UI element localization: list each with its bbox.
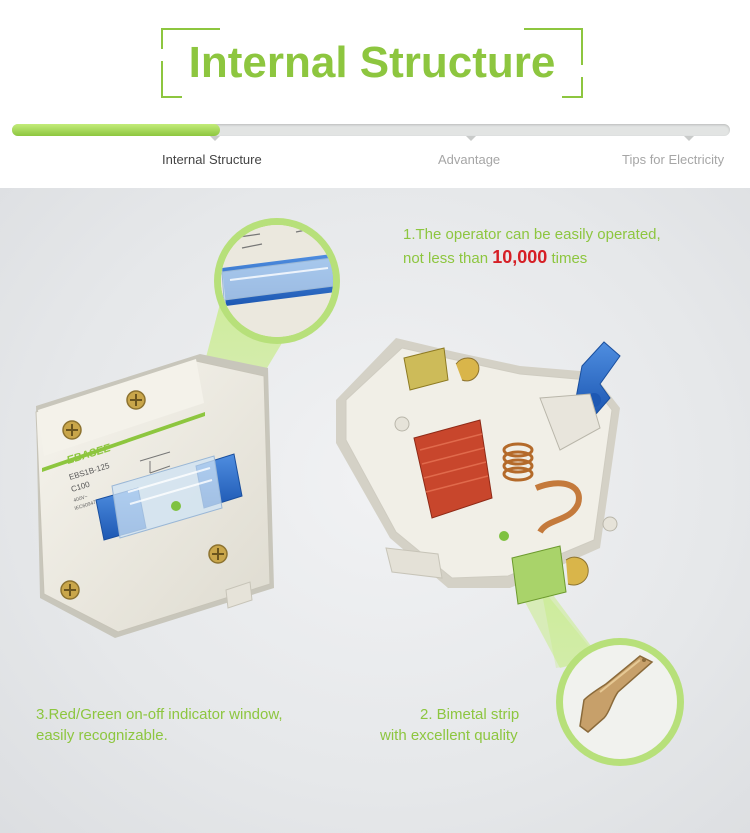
indicator-dot — [171, 501, 181, 511]
feature-2-line-1: 2. Bimetal strip — [420, 706, 520, 723]
step-tick — [210, 136, 220, 141]
feature-3-line-1: 3.Red/Green on-off indicator window, — [36, 706, 283, 723]
product-illustration: EBASEE EBS1B-125 C100 400V~ IEC60947-2 — [35, 218, 684, 766]
feature-1-suffix: times — [551, 250, 588, 267]
voltage-label: 400V~ — [73, 494, 89, 504]
progress-track — [12, 124, 730, 136]
feature-1-number: 10,000 — [492, 247, 548, 267]
step-tips-for-electricity[interactable]: Tips for Electricity — [622, 152, 725, 167]
feature-1-line-1: 1.The operator can be easily operated, — [403, 226, 661, 243]
title-frame: Internal Structure — [160, 27, 584, 99]
header: Internal Structure Internal Structure Ad… — [0, 0, 750, 188]
step-internal-structure[interactable]: Internal Structure — [162, 152, 262, 167]
step-tick — [466, 136, 476, 141]
zoom-circle-bimetal — [556, 638, 684, 766]
indicator-dot — [499, 531, 509, 541]
step-tick — [684, 136, 694, 141]
feature-1-line-2: not less than 10,000 times — [403, 246, 587, 270]
feature-2-line-2: with excellent quality — [380, 727, 518, 744]
progress-fill — [12, 124, 221, 136]
feature-3-line-2: easily recognizable. — [36, 727, 168, 744]
page-title: Internal Structure — [188, 38, 556, 87]
title-bracket-frame — [161, 28, 583, 98]
breaker-front: EBASEE EBS1B-125 C100 400V~ IEC60947-2 — [35, 354, 274, 638]
zoom-circle-handle — [214, 218, 340, 344]
breaker-internal — [336, 338, 621, 605]
feature-1-prefix: not less than — [403, 250, 489, 267]
step-advantage[interactable]: Advantage — [438, 152, 501, 167]
feature-panel: EBASEE EBS1B-125 C100 400V~ IEC60947-2 — [0, 188, 750, 833]
